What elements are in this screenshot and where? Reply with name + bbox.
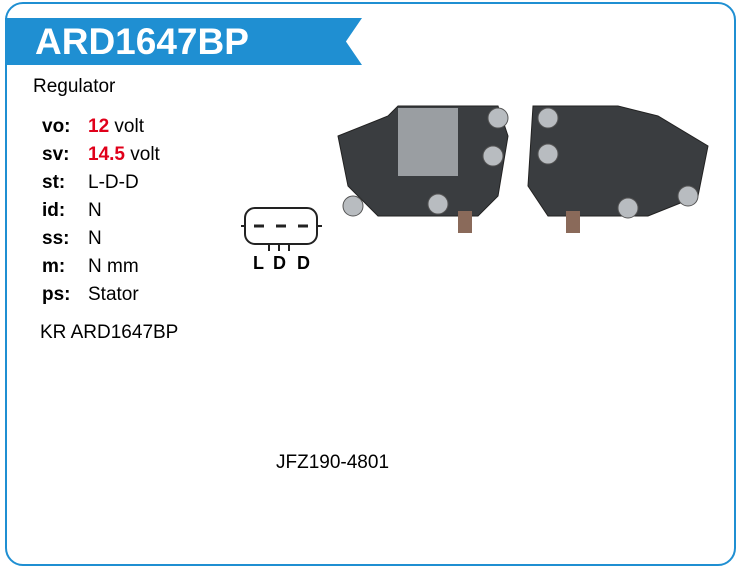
spec-key: id: (42, 200, 66, 221)
spec-list: vo: 12 volt sv: 14.5 volt st: L-D-D id: N ss… (42, 116, 160, 312)
connector-diagram: L D D (241, 207, 322, 273)
pin-label: D (273, 253, 286, 273)
spec-value: Stator (88, 284, 139, 305)
part-number-title: ARD1647BP (35, 21, 249, 62)
spec-value: 12 (88, 116, 110, 137)
spec-unit: volt (130, 144, 160, 165)
spec-key: st: (42, 172, 66, 193)
part-type: Regulator (33, 76, 116, 97)
spec-vo: vo: 12 volt (42, 116, 160, 144)
spec-key: m: (42, 256, 66, 277)
oe-number: JFZ190-4801 (276, 452, 390, 473)
spec-st: st: L-D-D (42, 172, 160, 200)
card-frame (5, 2, 736, 566)
spec-ps: ps: Stator (42, 284, 160, 312)
spec-value: N mm (88, 256, 139, 277)
pin-label: L (253, 253, 264, 273)
spec-key: vo: (42, 116, 71, 137)
spec-m: m: N mm (42, 256, 160, 284)
product-photo (337, 105, 709, 233)
spec-key: ss: (42, 228, 70, 249)
spec-key: sv: (42, 144, 70, 165)
kr-reference: KR ARD1647BP (40, 322, 179, 343)
spec-value: 14.5 (88, 144, 125, 165)
spec-value: N (88, 200, 102, 221)
spec-ss: ss: N (42, 228, 160, 256)
spec-value: N (88, 228, 102, 249)
title-banner (5, 18, 362, 65)
spec-value: L-D-D (88, 172, 139, 193)
spec-id: id: N (42, 200, 160, 228)
spec-key: ps: (42, 284, 71, 305)
spec-unit: volt (114, 116, 144, 137)
pin-label: D (297, 253, 310, 273)
spec-sv: sv: 14.5 volt (42, 144, 160, 172)
